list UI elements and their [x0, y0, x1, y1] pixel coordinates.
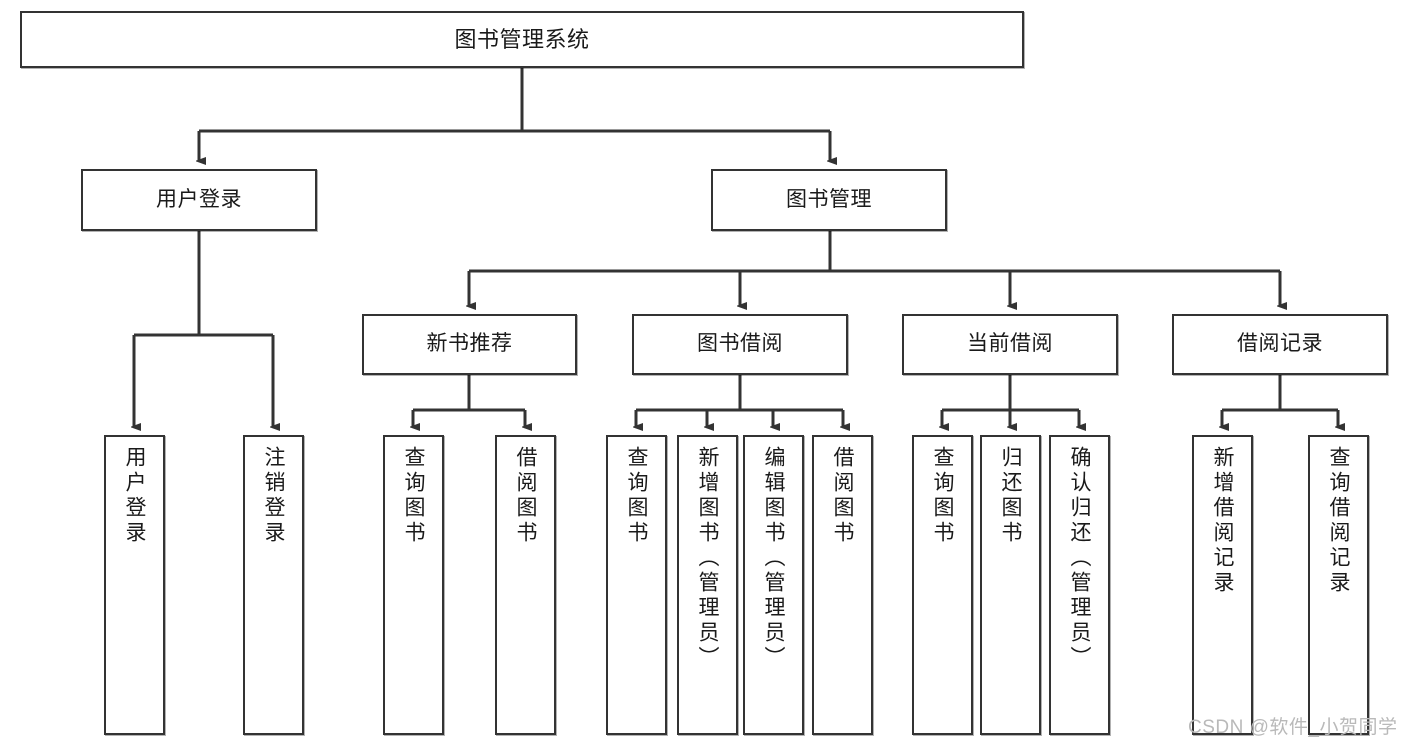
node-label: 注销登录 [262, 446, 285, 546]
node-leaf-query-record[interactable]: 查询借阅记录 [1308, 435, 1369, 735]
node-label: 图书管理系统 [454, 26, 590, 52]
watermark: CSDN @软件_小贺同学 [1188, 717, 1398, 738]
node-book-management[interactable]: 图书管理 [711, 169, 947, 231]
node-label: 查询图书 [931, 446, 954, 546]
node-label: 新增借阅记录 [1211, 446, 1234, 596]
node-label: 用户登录 [156, 187, 242, 211]
node-leaf-query-book-1[interactable]: 查询图书 [383, 435, 444, 735]
node-label: 当前借阅 [967, 332, 1053, 356]
node-user-login[interactable]: 用户登录 [81, 169, 317, 231]
node-label: 归还图书 [999, 446, 1022, 546]
node-leaf-add-record[interactable]: 新增借阅记录 [1192, 435, 1253, 735]
node-label: 新增图书（管理员） [696, 446, 719, 671]
node-label: 查询借阅记录 [1327, 446, 1350, 596]
node-book-borrow[interactable]: 图书借阅 [632, 314, 848, 375]
node-label: 借阅图书 [831, 446, 854, 546]
node-label: 用户登录 [123, 446, 146, 546]
node-leaf-edit-book[interactable]: 编辑图书（管理员） [743, 435, 804, 735]
node-leaf-add-book[interactable]: 新增图书（管理员） [677, 435, 738, 735]
node-borrow-record[interactable]: 借阅记录 [1172, 314, 1388, 375]
node-leaf-logout[interactable]: 注销登录 [243, 435, 304, 735]
node-label: 图书借阅 [697, 332, 783, 356]
node-leaf-user-login[interactable]: 用户登录 [104, 435, 165, 735]
node-leaf-return-book[interactable]: 归还图书 [980, 435, 1041, 735]
node-label: 查询图书 [625, 446, 648, 546]
node-new-book-recommend[interactable]: 新书推荐 [362, 314, 577, 375]
node-label: 查询图书 [402, 446, 425, 546]
node-label: 新书推荐 [426, 332, 513, 356]
node-leaf-borrow-book-1[interactable]: 借阅图书 [495, 435, 556, 735]
node-leaf-query-book-3[interactable]: 查询图书 [912, 435, 973, 735]
node-label: 借阅图书 [514, 446, 537, 546]
node-label: 图书管理 [786, 187, 872, 211]
node-leaf-query-book-2[interactable]: 查询图书 [606, 435, 667, 735]
node-label: 确认归还（管理员） [1068, 446, 1091, 671]
node-root-book-management-system[interactable]: 图书管理系统 [20, 11, 1024, 68]
node-label: 编辑图书（管理员） [762, 446, 785, 671]
node-leaf-confirm-return[interactable]: 确认归还（管理员） [1049, 435, 1110, 735]
node-leaf-borrow-book-2[interactable]: 借阅图书 [812, 435, 873, 735]
node-label: 借阅记录 [1237, 332, 1323, 356]
node-current-borrow[interactable]: 当前借阅 [902, 314, 1118, 375]
